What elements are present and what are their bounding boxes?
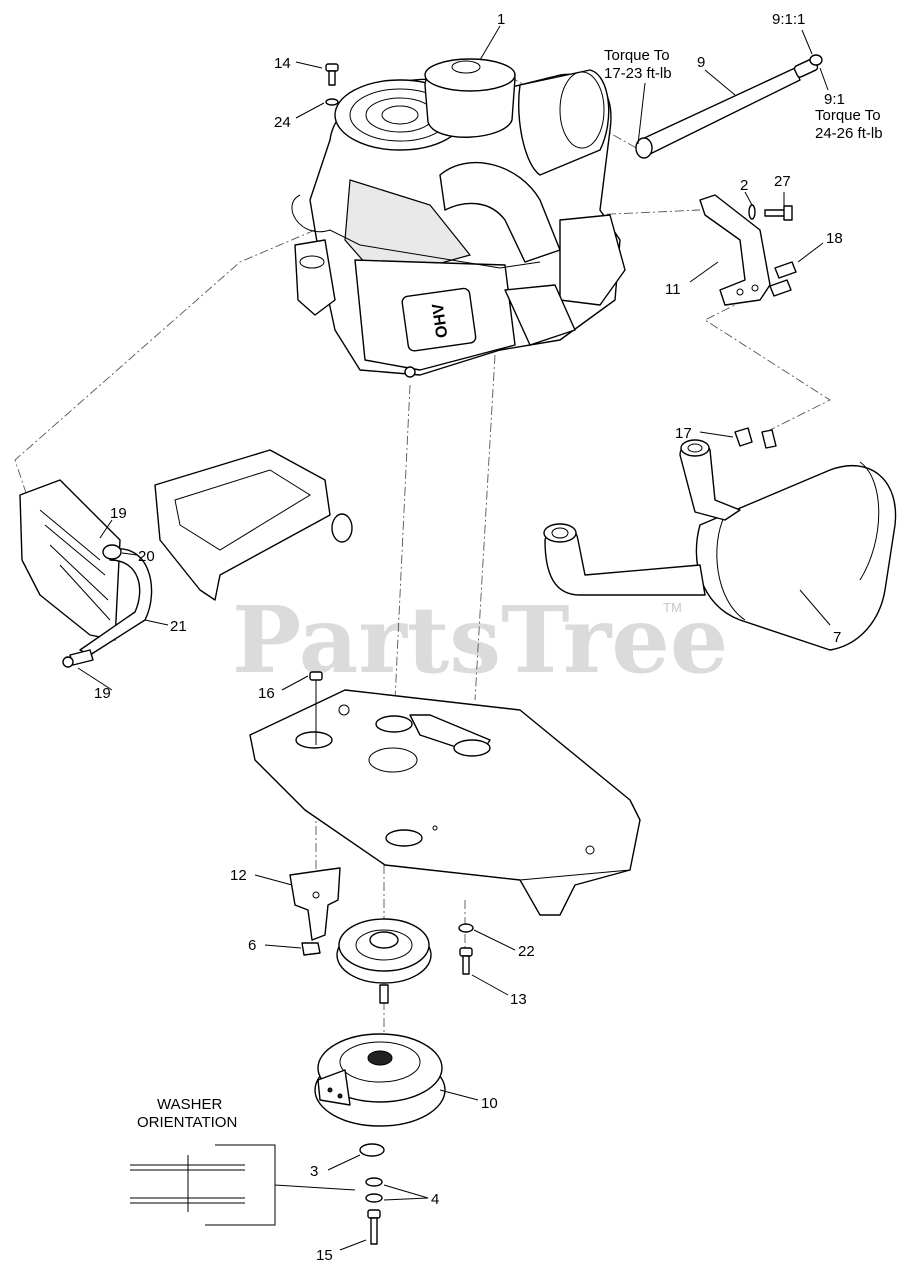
washer-orientation-line1: WASHER	[157, 1096, 222, 1113]
washer-orientation-line2: ORIENTATION	[137, 1114, 237, 1131]
callout-27: 27	[774, 173, 791, 190]
exhaust-pipe[interactable]	[635, 54, 823, 159]
engine-deck-plate[interactable]	[249, 689, 641, 916]
bolt-14[interactable]	[325, 63, 339, 86]
callout-13: 13	[510, 991, 527, 1008]
callout-18: 18	[826, 230, 843, 247]
callout-1: 1	[497, 11, 505, 28]
nut-6[interactable]	[301, 942, 321, 956]
screw-and-washer-2-27[interactable]	[748, 204, 793, 221]
bolt-13[interactable]	[459, 947, 473, 975]
callout-9-1: 9:1	[824, 91, 845, 108]
callout-19-lower: 19	[94, 685, 111, 702]
callout-14: 14	[274, 55, 291, 72]
callout-3: 3	[310, 1163, 318, 1180]
engine-mount-frame[interactable]	[154, 449, 353, 601]
torque-note-pipe: Torque To 17-23 ft-lb	[604, 47, 672, 82]
callout-9-1-1: 9:1:1	[772, 11, 805, 28]
callout-2: 2	[740, 177, 748, 194]
callout-4: 4	[431, 1191, 439, 1208]
bolt-16[interactable]	[309, 671, 323, 745]
muffler-bracket[interactable]	[699, 194, 771, 306]
callout-21: 21	[170, 618, 187, 635]
bolt-15[interactable]	[367, 1209, 381, 1245]
callout-6: 6	[248, 937, 256, 954]
callout-16: 16	[258, 685, 275, 702]
muffler[interactable]	[543, 439, 897, 651]
torque-note-clamp: Torque To 24-26 ft-lb	[815, 107, 883, 142]
callout-leaders	[77, 25, 831, 1251]
flange-bolts-18[interactable]	[769, 261, 797, 297]
washer-orientation-inset	[130, 1144, 356, 1226]
heat-shield-assembly[interactable]	[19, 479, 153, 668]
washer-22[interactable]	[458, 923, 474, 933]
flange-nuts-17[interactable]	[734, 427, 777, 449]
torque-note-b-line2: 24-26 ft-lb	[815, 125, 883, 142]
torque-note-a-line1: Torque To	[604, 47, 670, 64]
washer-24[interactable]	[325, 98, 339, 106]
callout-15: 15	[316, 1247, 333, 1264]
callout-11: 11	[665, 281, 681, 298]
torque-note-b-line1: Torque To	[815, 107, 881, 124]
partstree-watermark: PartsTree	[232, 586, 728, 694]
engine-ohv-label: OHV	[430, 302, 452, 339]
callout-19-upper: 19	[110, 505, 127, 522]
trademark-mark: TM	[663, 600, 682, 615]
callout-22: 22	[518, 943, 535, 960]
callout-12: 12	[230, 867, 247, 884]
clutch-bracket-12[interactable]	[289, 867, 341, 941]
callout-9: 9	[697, 54, 705, 71]
callout-numbers: 1 2 3 4 6 7 9 9:1:1 9:1 10 11 12 13 14 1…	[94, 11, 845, 1264]
engine-assembly[interactable]: OHV	[291, 58, 626, 378]
callout-24: 24	[274, 114, 291, 131]
pto-pulley[interactable]	[336, 918, 432, 1004]
air-cleaner-cover[interactable]	[424, 58, 516, 138]
callout-10: 10	[481, 1095, 498, 1112]
torque-note-a-line2: 17-23 ft-lb	[604, 65, 672, 82]
washers-4[interactable]	[365, 1177, 383, 1203]
callout-20: 20	[138, 548, 155, 565]
callout-17: 17	[675, 425, 692, 442]
washer-orientation-heading: WASHER ORIENTATION	[137, 1096, 237, 1131]
washer-3[interactable]	[359, 1143, 385, 1157]
callout-7: 7	[833, 629, 841, 646]
electric-pto-clutch[interactable]	[314, 1033, 446, 1127]
